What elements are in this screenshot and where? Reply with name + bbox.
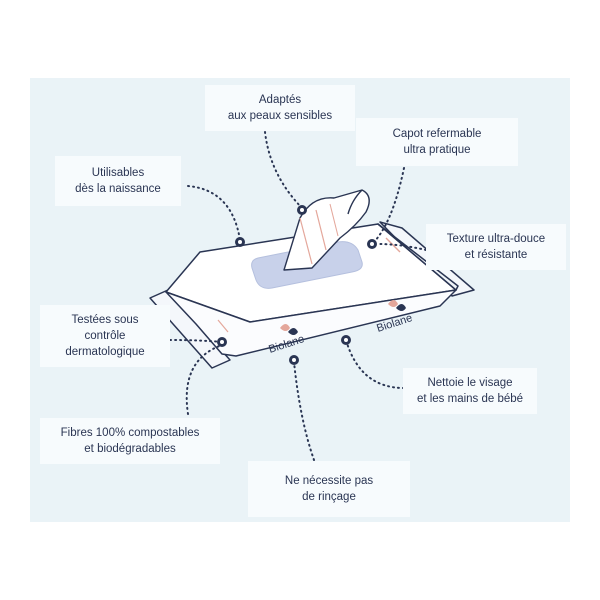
callout-line: de rinçage — [302, 491, 356, 503]
callout-compostable-fibres: Fibres 100% compostables et biodégradabl… — [40, 418, 220, 464]
callout-line: contrôle — [84, 330, 126, 342]
callout-line: dermatologique — [65, 346, 145, 358]
callout-line: dès la naissance — [75, 183, 161, 195]
callout-line: Ne nécessite pas — [284, 475, 374, 487]
callout-line: Fibres 100% compostables — [60, 427, 200, 439]
anchor-dots — [217, 205, 377, 365]
pack-accent-line — [385, 237, 401, 253]
brand-logo-leaf-icon — [388, 300, 406, 311]
callout-line: et résistante — [464, 249, 528, 261]
callout-line: Capot refermable — [392, 128, 482, 140]
pack-accent-line — [217, 319, 229, 333]
brand-logo-leaf-icon — [280, 324, 298, 335]
callout-no-rinse: Ne nécessite pas de rinçage — [248, 461, 410, 517]
callout-line: Adaptés — [258, 94, 302, 106]
callout-line: Texture ultra-douce — [446, 233, 546, 245]
callout-line: Testées sous — [71, 314, 139, 326]
callout-line: Utilisables — [91, 167, 145, 179]
callout-line: aux peaux sensibles — [227, 110, 333, 122]
callout-from-birth: Utilisables dès la naissance — [55, 156, 181, 206]
callout-dermatological-test: Testées sous contrôle dermatologique — [40, 305, 170, 367]
callout-line: Nettoie le visage — [427, 377, 513, 389]
callout-line: et les mains de bébé — [416, 393, 524, 405]
callout-line: ultra pratique — [403, 144, 471, 156]
callout-cleans-face-hands: Nettoie le visage et les mains de bébé — [403, 368, 537, 414]
callout-line: et biodégradables — [84, 443, 176, 455]
pack-left-seal — [149, 289, 231, 369]
leader-lines — [169, 131, 427, 461]
callout-sensitive-skin: Adaptés aux peaux sensibles — [205, 85, 355, 131]
pack-front-face — [165, 289, 457, 357]
callout-soft-texture: Texture ultra-douce et résistante — [426, 224, 566, 270]
wipe-sheet — [283, 189, 370, 271]
callout-resealable-lid: Capot refermable ultra pratique — [356, 118, 518, 166]
